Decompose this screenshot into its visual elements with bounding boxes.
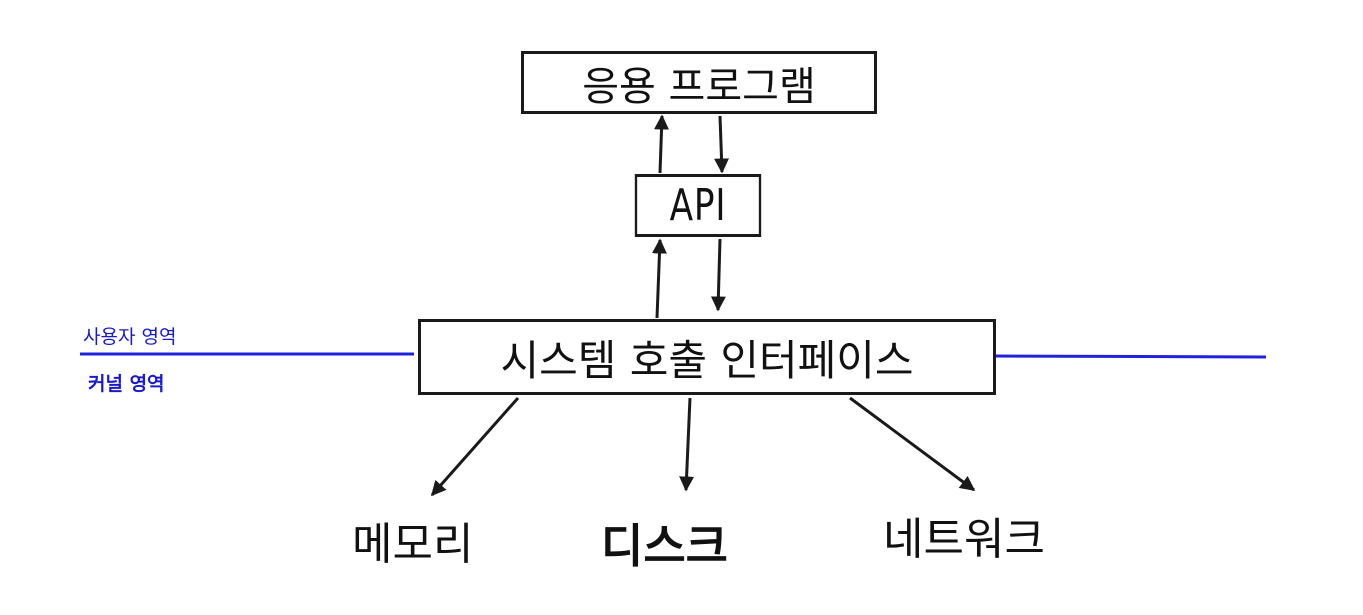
api-box: API bbox=[634, 174, 762, 237]
arrow-syscall-to-memory bbox=[430, 397, 520, 497]
network-label: 네트워크 bbox=[883, 514, 1045, 565]
boundary-line-right bbox=[991, 354, 1267, 359]
arrow-api-to-app bbox=[654, 114, 670, 174]
arrow-syscall-to-network bbox=[849, 396, 976, 492]
kernel-space-label: 커널 영역 bbox=[88, 373, 165, 395]
user-space-label: 사용자 영역 bbox=[83, 326, 177, 348]
application-label: 응용 프로그램 bbox=[582, 63, 816, 110]
arrow-api-to-syscall bbox=[710, 238, 726, 312]
disk-label: 디스크 bbox=[601, 519, 728, 573]
api-label: API bbox=[669, 180, 727, 231]
system-call-interface-label: 시스템 호출 인터페이스 bbox=[500, 335, 914, 385]
arrow-app-to-api bbox=[714, 115, 730, 174]
arrow-syscall-to-disk bbox=[679, 397, 695, 492]
application-box: 응용 프로그램 bbox=[521, 51, 877, 114]
memory-label: 메모리 bbox=[352, 519, 474, 570]
system-call-interface-box: 시스템 호출 인터페이스 bbox=[418, 319, 996, 395]
arrow-syscall-to-api bbox=[651, 238, 667, 319]
